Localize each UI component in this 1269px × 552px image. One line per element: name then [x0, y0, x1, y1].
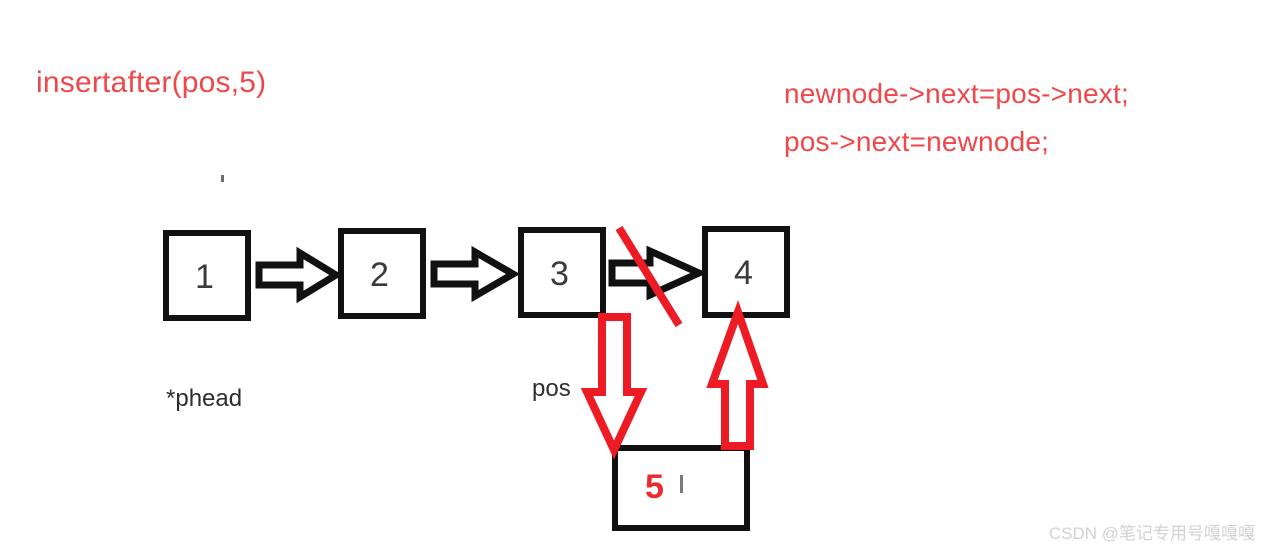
- stray-tick-artifact: [680, 475, 683, 493]
- strike-through-line: [615, 225, 683, 328]
- node-box-4: 4: [702, 226, 790, 318]
- node-label-3: 3: [550, 255, 569, 293]
- arrow-pos-to-newnode-icon: [580, 313, 648, 460]
- node-box-1: 1: [163, 230, 251, 321]
- csdn-watermark: CSDN @笔记专用号嘎嘎嘎: [1048, 524, 1255, 543]
- node-label-5: 5: [645, 468, 664, 506]
- node-box-3: 3: [518, 227, 606, 318]
- page-title: insertafter(pos,5): [36, 66, 267, 99]
- arrow-1-to-2-icon: [255, 246, 343, 304]
- arrow-2-to-3-icon: [430, 245, 520, 303]
- node-box-2: 2: [338, 228, 426, 319]
- code-line-pos-next: pos->next=newnode;: [784, 126, 1050, 157]
- arrow-3-to-4-icon: [608, 245, 708, 301]
- arrow-newnode-to-node4-icon: [706, 300, 769, 450]
- node-label-1: 1: [195, 258, 214, 296]
- phead-label: *phead: [166, 385, 243, 412]
- node-box-5: 5: [612, 445, 750, 531]
- pos-label: pos: [532, 375, 571, 402]
- stray-dot-artifact: [221, 175, 224, 182]
- node-label-2: 2: [370, 256, 389, 294]
- code-line-newnode-next: newnode->next=pos->next;: [784, 78, 1129, 109]
- node-label-4: 4: [734, 254, 753, 292]
